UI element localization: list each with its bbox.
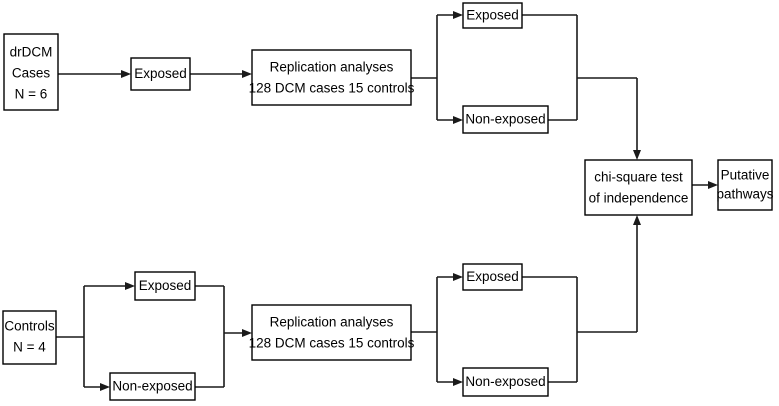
node-putative-pathways-line2: pathways <box>716 187 773 202</box>
arrowhead-split-to-bottom-exposed <box>453 273 463 281</box>
node-controls-replication-line1: Replication analyses <box>270 315 394 330</box>
node-chi-square-test-box[interactable] <box>584 159 693 216</box>
node-cases-rep-nonexposed-box[interactable] <box>462 105 549 134</box>
node-cases-rep-exposed-label: Exposed <box>466 8 519 23</box>
node-controls-replication-line2: 128 DCM cases 15 controls <box>249 336 415 351</box>
node-putative-pathways-line1: Putative <box>721 168 770 183</box>
arrowhead-split-to-bottom-nonexposed <box>453 378 463 386</box>
node-cases-rep-exposed[interactable]: Exposed <box>462 2 523 29</box>
node-cases-replication-line1: Replication analyses <box>270 60 394 75</box>
node-controls-replication-box[interactable] <box>251 304 412 361</box>
arrowhead-controls-merge-to-replication <box>242 329 252 337</box>
arrowhead-split-to-controls-exposed <box>125 282 135 290</box>
arrowhead-chisquare-to-pathways <box>708 181 718 189</box>
node-cases-replication-line2: 128 DCM cases 15 controls <box>249 81 415 96</box>
node-controls-exposed-label: Exposed <box>139 278 192 293</box>
node-controls-rep-exposed[interactable]: Exposed <box>462 263 523 291</box>
arrowhead-split-to-rep-exposed <box>453 11 463 19</box>
node-controls-box[interactable] <box>2 310 57 365</box>
arrowhead-bottom-into-chisquare <box>633 215 641 225</box>
node-chi-square-line1: chi-square test <box>594 170 683 185</box>
node-cases-rep-exposed-box[interactable] <box>462 2 523 29</box>
node-drdcm-cases-box[interactable] <box>3 33 59 111</box>
node-controls[interactable]: Controls N = 4 <box>2 310 57 365</box>
node-drdcm-cases-line1: drDCM <box>10 45 53 60</box>
node-cases-replication-box[interactable] <box>251 49 412 106</box>
arrowhead-top-into-chisquare <box>633 150 641 160</box>
node-controls-nonexposed-label: Non-exposed <box>112 379 192 394</box>
node-cases-rep-nonexposed[interactable]: Non-exposed <box>462 105 549 134</box>
node-drdcm-cases[interactable]: drDCM Cases N = 6 <box>3 33 59 111</box>
node-cases-exposed-box[interactable] <box>130 57 191 91</box>
arrowhead-split-to-controls-nonexposed <box>100 383 110 391</box>
node-controls-exposed-box[interactable] <box>134 271 196 301</box>
node-controls-rep-nonexposed-box[interactable] <box>462 367 549 397</box>
node-cases-exposed-label: Exposed <box>134 66 187 81</box>
node-controls-line1: Controls <box>4 319 55 334</box>
arrowhead-exposed-to-replication <box>242 70 252 78</box>
node-controls-rep-exposed-box[interactable] <box>462 263 523 291</box>
node-putative-pathways-box[interactable] <box>717 159 773 211</box>
node-controls-replication[interactable]: Replication analyses 128 DCM cases 15 co… <box>249 304 415 361</box>
arrowhead-cases-to-exposed <box>121 70 131 78</box>
node-controls-line2: N = 4 <box>13 340 46 355</box>
node-cases-rep-nonexposed-label: Non-exposed <box>465 112 545 127</box>
edge-layer <box>56 11 718 391</box>
node-chi-square-line2: of independence <box>589 191 689 206</box>
node-controls-rep-nonexposed-label: Non-exposed <box>465 374 545 389</box>
node-controls-exposed[interactable]: Exposed <box>134 271 196 301</box>
node-drdcm-cases-line2: Cases <box>12 66 51 81</box>
node-chi-square-test[interactable]: chi-square test of independence <box>584 159 693 216</box>
node-cases-replication[interactable]: Replication analyses 128 DCM cases 15 co… <box>249 49 415 106</box>
node-controls-nonexposed[interactable]: Non-exposed <box>109 372 196 401</box>
node-controls-nonexposed-box[interactable] <box>109 372 196 401</box>
arrowhead-split-to-rep-nonexposed <box>453 116 463 124</box>
node-drdcm-cases-line3: N = 6 <box>15 87 48 102</box>
node-controls-rep-exposed-label: Exposed <box>466 269 519 284</box>
node-cases-exposed[interactable]: Exposed <box>130 57 191 91</box>
node-putative-pathways[interactable]: Putative pathways <box>716 159 774 211</box>
node-controls-rep-nonexposed[interactable]: Non-exposed <box>462 367 549 397</box>
